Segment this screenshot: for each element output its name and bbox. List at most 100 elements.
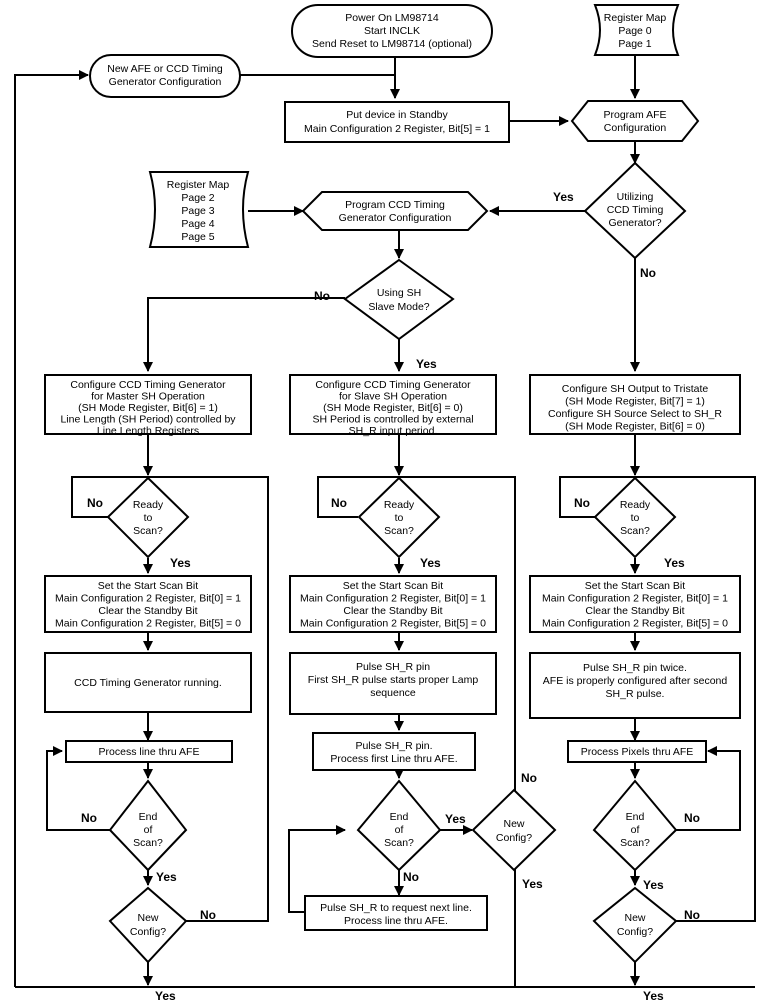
text-line: Power On LM98714 bbox=[345, 12, 439, 24]
left-configure-box bbox=[44, 374, 252, 435]
text-line: Ready bbox=[133, 499, 164, 511]
text-line: First SH_R pulse starts proper Lamp bbox=[308, 674, 479, 686]
yes-label-left-end: Yes bbox=[156, 870, 177, 884]
right-new-config-decision bbox=[592, 886, 678, 964]
text-line: Configure CCD Timing Generator bbox=[315, 379, 471, 391]
text-line: Config? bbox=[130, 926, 166, 938]
yes-label-mid-end: Yes bbox=[445, 812, 466, 826]
text-line: Utilizing bbox=[617, 191, 654, 203]
text-line: SH_R pulse. bbox=[606, 688, 665, 700]
text-line: Page 1 bbox=[618, 38, 651, 50]
yes-label-right-new: Yes bbox=[643, 989, 664, 1003]
yes-label-utilizing: Yes bbox=[553, 190, 574, 204]
text-line: Start INCLK bbox=[364, 25, 420, 37]
text-line: Ready bbox=[384, 499, 415, 511]
no-label-mid-end: No bbox=[403, 870, 419, 884]
text-line: for Slave SH Operation bbox=[339, 391, 447, 403]
text-line: Scan? bbox=[620, 837, 650, 849]
right-end-scan-decision bbox=[592, 779, 678, 872]
text-line: Scan? bbox=[384, 525, 414, 537]
yes-label-left-new: Yes bbox=[155, 989, 176, 1003]
text-line: Ready bbox=[620, 499, 651, 511]
text-line: Clear the Standby Bit bbox=[98, 605, 197, 617]
yes-label-right-end: Yes bbox=[643, 878, 664, 892]
standby-box bbox=[284, 101, 510, 143]
text-line: Pulse SH_R pin. bbox=[355, 740, 432, 752]
text-line: Pulse SH_R pin twice. bbox=[583, 662, 687, 674]
text-line: End bbox=[626, 811, 645, 823]
text-line: New AFE or CCD Timing bbox=[107, 63, 223, 75]
text-line: Process line thru AFE. bbox=[344, 915, 448, 927]
left-process-text: Process line thru AFE bbox=[99, 746, 200, 758]
text-line: Scan? bbox=[620, 525, 650, 537]
text-line: Main Configuration 2 Register, Bit[5] = … bbox=[542, 618, 728, 630]
mid-pulse-process-text: Pulse SH_R pin.Process first Line thru A… bbox=[330, 740, 457, 765]
left-process-box bbox=[65, 740, 233, 763]
text-line: Clear the Standby Bit bbox=[585, 605, 684, 617]
text-line: Register Map bbox=[604, 12, 667, 24]
yes-label-mid-new: Yes bbox=[522, 877, 543, 891]
text-line: Program CCD Timing bbox=[345, 199, 445, 211]
text-line: Configuration bbox=[604, 122, 667, 134]
no-label-right-new: No bbox=[684, 908, 700, 922]
text-line: Config? bbox=[496, 832, 532, 844]
text-line: Scan? bbox=[133, 837, 163, 849]
left-start-scan-box bbox=[44, 575, 252, 633]
register-map-top-shape bbox=[593, 4, 680, 56]
text-line: Process line thru AFE bbox=[99, 746, 200, 758]
new-config-terminator bbox=[89, 54, 241, 98]
right-process-text: Process Pixels thru AFE bbox=[581, 746, 694, 758]
text-line: of bbox=[144, 824, 153, 836]
text-line: End bbox=[390, 811, 409, 823]
text-line: Scan? bbox=[384, 837, 414, 849]
text-line: New bbox=[503, 818, 524, 830]
text-line: Page 0 bbox=[618, 25, 651, 37]
text-line: Page 2 bbox=[181, 192, 214, 204]
text-line: Pulse SH_R to request next line. bbox=[320, 902, 472, 914]
text-line: Scan? bbox=[133, 525, 163, 537]
mid-end-scan-decision bbox=[356, 779, 442, 872]
text-line: SH Period is controlled by external bbox=[312, 414, 473, 426]
text-line: Using SH bbox=[377, 287, 421, 299]
text-line: Put device in Standby bbox=[346, 109, 448, 121]
no-label-slave: No bbox=[314, 289, 330, 303]
register-map-left-shape bbox=[148, 171, 250, 248]
using-sh-slave-decision bbox=[343, 258, 455, 341]
text-line: Send Reset to LM98714 (optional) bbox=[312, 38, 472, 50]
text-line: Generator Configuration bbox=[109, 76, 222, 88]
no-label-left-ready: No bbox=[87, 496, 103, 510]
right-configure-text: Configure SH Output to Tristate(SH Mode … bbox=[548, 383, 722, 433]
mid-ready-decision bbox=[357, 476, 441, 559]
text-line: Process Pixels thru AFE bbox=[581, 746, 694, 758]
text-line: Page 5 bbox=[181, 231, 214, 243]
mid-configure-box bbox=[289, 374, 497, 435]
text-line: Line Length Registers bbox=[97, 425, 199, 437]
yes-label-left-ready: Yes bbox=[170, 556, 191, 570]
mid-pulse-next-box bbox=[304, 895, 488, 931]
right-pulse-twice-box bbox=[529, 652, 741, 719]
right-ready-decision bbox=[593, 476, 677, 559]
start-terminator bbox=[291, 4, 493, 58]
right-process-box bbox=[567, 740, 707, 763]
text-line: Configure CCD Timing Generator bbox=[70, 379, 226, 391]
text-line: Pulse SH_R pin bbox=[356, 661, 430, 673]
program-ccd-shape bbox=[301, 191, 489, 231]
right-start-scan-box bbox=[529, 575, 741, 633]
text-line: Page 3 bbox=[181, 205, 214, 217]
text-line: (SH Mode Register, Bit[6] = 1) bbox=[78, 402, 218, 414]
text-line: Line Length (SH Period) controlled by bbox=[60, 414, 236, 426]
text-line: AFE is properly configured after second bbox=[543, 675, 728, 687]
right-pulse-twice-text: Pulse SH_R pin twice.AFE is properly con… bbox=[543, 662, 728, 700]
text-line: Main Configuration 2 Register, Bit[5] = … bbox=[55, 618, 241, 630]
